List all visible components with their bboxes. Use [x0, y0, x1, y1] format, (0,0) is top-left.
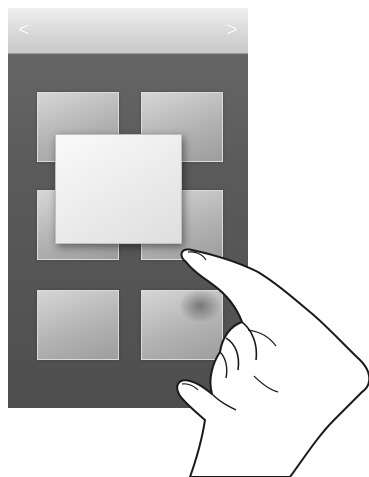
touch-shadow — [180, 290, 220, 322]
chevron-left-icon[interactable]: < — [12, 17, 36, 43]
chevron-right-icon[interactable]: > — [220, 17, 244, 43]
device-screen: < > — [8, 8, 248, 408]
grid-tile-5[interactable] — [37, 290, 119, 360]
top-navigation-bar: < > — [8, 8, 248, 54]
dragged-tile[interactable] — [55, 134, 182, 244]
